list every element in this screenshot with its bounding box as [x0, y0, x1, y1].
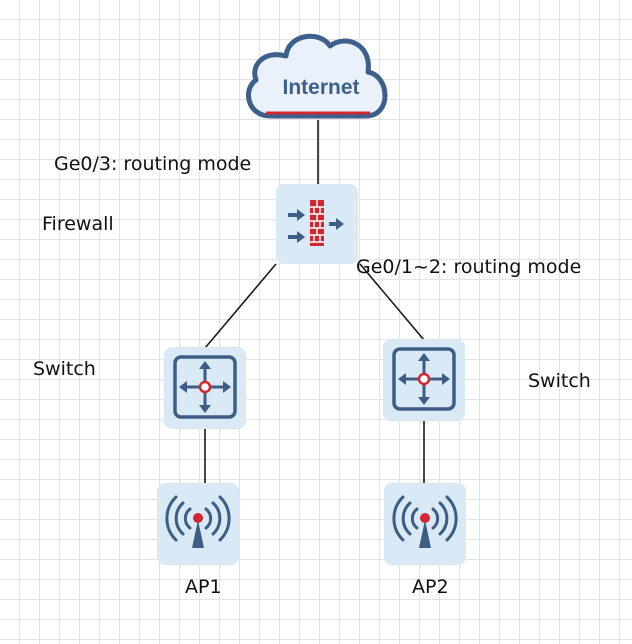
switch-right-label: Switch: [528, 370, 591, 392]
link-firewall-switch-left: [204, 263, 277, 349]
firewall-downlink-ports-label: Ge0/1~2: routing mode: [356, 256, 582, 278]
switch-right-icon: [383, 339, 465, 421]
links: [204, 120, 425, 484]
internet-label: Internet: [282, 76, 359, 99]
switch-left-label: Switch: [33, 358, 96, 380]
firewall-icon: [276, 184, 358, 264]
firewall-uplink-port-label: Ge0/3: routing mode: [54, 153, 252, 175]
wireless-ap-1-icon: [157, 483, 239, 565]
switch-left-icon: [164, 347, 246, 429]
ap1-label: AP1: [185, 576, 222, 598]
link-firewall-switch-right: [359, 263, 425, 341]
ap2-label: AP2: [412, 576, 449, 598]
wireless-ap-2-icon: [384, 483, 466, 565]
cloud-icon: Internet: [246, 33, 388, 119]
firewall-label: Firewall: [42, 213, 114, 235]
